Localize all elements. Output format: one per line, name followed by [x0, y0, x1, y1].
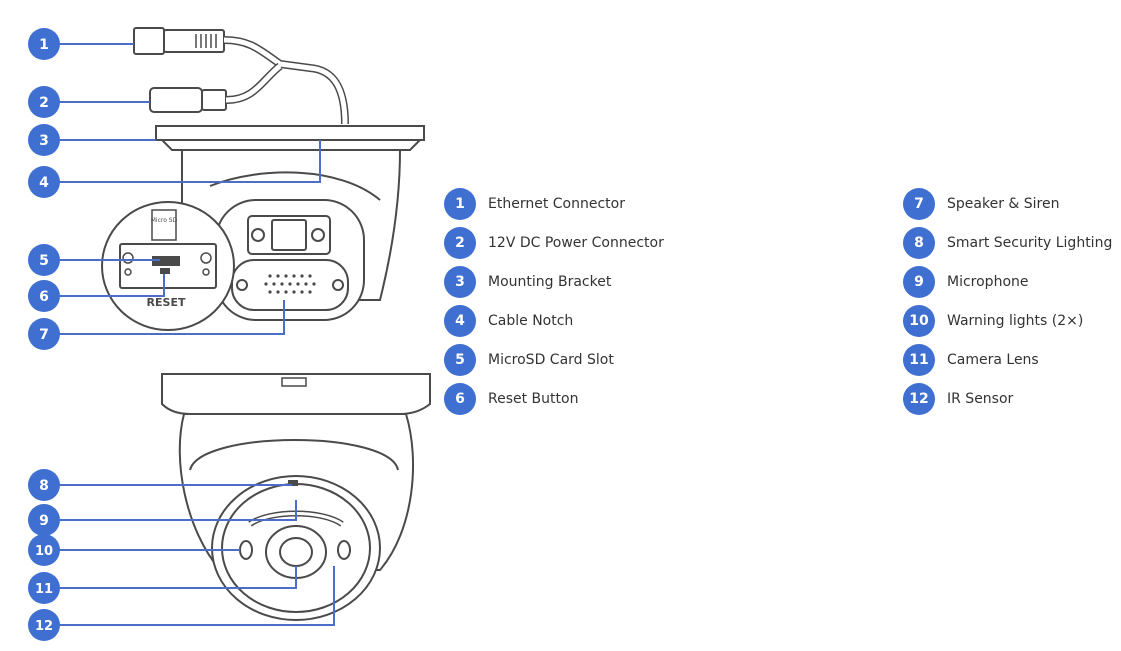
legend-label: Camera Lens — [947, 352, 1039, 368]
svg-text:2: 2 — [39, 95, 49, 111]
legend-label: 12V DC Power Connector — [488, 235, 664, 251]
legend-label: Ethernet Connector — [488, 196, 625, 212]
ethernet-plug-body — [163, 29, 225, 53]
callout-7: 7 — [28, 318, 60, 350]
camera-lens — [279, 537, 313, 567]
reset-button — [160, 268, 170, 274]
light-sensor — [288, 480, 298, 486]
svg-text:1: 1 — [39, 37, 49, 53]
callout-4: 4 — [28, 166, 60, 198]
legend-item-speaker-siren: 7 Speaker & Siren — [903, 187, 1059, 221]
dc-power-plug-collar — [201, 89, 227, 111]
legend-label: Microphone — [947, 274, 1029, 290]
legend-item-cable-notch: 4 Cable Notch — [444, 304, 573, 338]
svg-text:4: 4 — [39, 175, 49, 191]
microsd-inset: Micro SD RESET — [101, 201, 235, 331]
speaker-grille — [264, 274, 316, 294]
svg-text:9: 9 — [39, 513, 49, 529]
ethernet-plug — [133, 27, 165, 55]
legend-item-camera-lens: 11 Camera Lens — [903, 343, 1039, 377]
legend-item-reset-button: 6 Reset Button — [444, 382, 578, 416]
callout-3: 3 — [28, 124, 60, 156]
svg-text:8: 8 — [39, 478, 49, 494]
microsd-slot — [152, 256, 180, 266]
legend-badge: 8 — [903, 227, 935, 259]
callout-11: 11 — [28, 572, 60, 604]
dc-power-plug — [149, 87, 203, 113]
legend-item-microphone: 9 Microphone — [903, 265, 1029, 299]
svg-text:11: 11 — [35, 582, 53, 597]
microsd-label: Micro SD — [151, 217, 178, 224]
legend-label: IR Sensor — [947, 391, 1014, 407]
legend-label: Cable Notch — [488, 313, 574, 329]
legend-badge: 4 — [444, 305, 476, 337]
legend-label: Smart Security Lighting — [947, 235, 1113, 251]
reset-label: RESET — [147, 296, 186, 309]
svg-text:6: 6 — [39, 289, 49, 305]
legend-label: MicroSD Card Slot — [488, 352, 614, 368]
legend-badge: 12 — [903, 383, 935, 415]
callout-10: 10 — [28, 534, 60, 566]
legend-label: Speaker & Siren — [947, 196, 1060, 212]
warning-light-left — [239, 540, 253, 560]
legend-item-ir-sensor: 12 IR Sensor — [903, 382, 1013, 416]
microsd-card-icon — [151, 209, 177, 241]
legend-item-warning-lights: 10 Warning lights (2×) — [903, 304, 1083, 338]
callout-1: 1 — [28, 28, 60, 60]
warning-light-right — [337, 540, 351, 560]
svg-text:5: 5 — [39, 253, 49, 269]
legend-badge: 2 — [444, 227, 476, 259]
callout-8: 8 — [28, 469, 60, 501]
svg-text:7: 7 — [39, 327, 49, 343]
callout-12: 12 — [28, 609, 60, 641]
legend-badge: 10 — [903, 305, 935, 337]
legend-item-mounting-bracket: 3 Mounting Bracket — [444, 265, 611, 299]
legend-label: Warning lights (2×) — [947, 313, 1084, 329]
legend-item-dc-power-connector: 2 12V DC Power Connector — [444, 226, 664, 260]
callout-9: 9 — [28, 504, 60, 536]
mounting-bracket — [155, 125, 425, 141]
legend-badge: 1 — [444, 188, 476, 220]
legend-item-ethernet-connector: 1 Ethernet Connector — [444, 187, 625, 221]
legend-badge: 6 — [444, 383, 476, 415]
cable-assembly — [133, 27, 425, 321]
svg-text:3: 3 — [39, 133, 49, 149]
legend-item-microsd-card-slot: 5 MicroSD Card Slot — [444, 343, 614, 377]
camera-front-view — [161, 373, 431, 621]
callout-5: 5 — [28, 244, 60, 276]
legend-badge: 9 — [903, 266, 935, 298]
legend-badge: 7 — [903, 188, 935, 220]
legend-label: Mounting Bracket — [488, 274, 612, 290]
svg-text:12: 12 — [35, 619, 53, 634]
callout-6: 6 — [28, 280, 60, 312]
legend-badge: 5 — [444, 344, 476, 376]
legend-badge: 3 — [444, 266, 476, 298]
svg-text:10: 10 — [35, 544, 53, 559]
legend-badge: 11 — [903, 344, 935, 376]
legend-item-smart-security-lighting: 8 Smart Security Lighting — [903, 226, 1112, 260]
callout-2: 2 — [28, 86, 60, 118]
legend-label: Reset Button — [488, 391, 579, 407]
